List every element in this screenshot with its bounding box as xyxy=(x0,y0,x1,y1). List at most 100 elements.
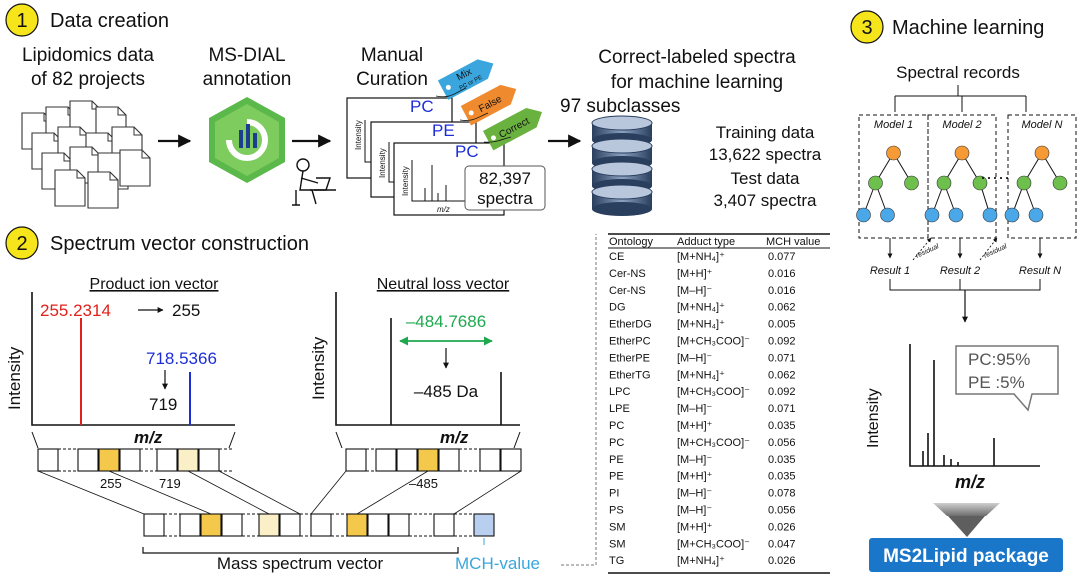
vector-bin xyxy=(438,448,460,472)
neutral-loss-value: –484.7686 xyxy=(406,312,486,331)
table-row: LPC[M+CH₃COO]⁻0.092 xyxy=(609,386,796,398)
table-cell-mch: 0.035 xyxy=(768,454,796,466)
training-count: 13,622 spectra xyxy=(709,145,822,164)
card-axis-label: Intensity xyxy=(401,166,410,196)
table-row: PE[M+H]⁺0.035 xyxy=(609,471,796,483)
table-row: EtherPC[M+CH₃COO]⁻0.092 xyxy=(609,336,796,348)
msdial-line-1: MS-DIAL xyxy=(208,45,285,66)
document-stack-icon xyxy=(21,100,151,209)
vector-bin xyxy=(156,448,178,472)
table-cell-ontology: EtherTG xyxy=(609,369,651,381)
tag-false: False xyxy=(460,84,517,126)
neutral-loss-rounded: –485 Da xyxy=(414,382,479,401)
funnel-arrow-icon xyxy=(933,503,1000,537)
spectra-count: 82,397 xyxy=(479,169,531,188)
card-class-label: PC xyxy=(455,142,479,161)
table-cell-adduct: [M+H]⁺ xyxy=(677,521,713,533)
vector-bin xyxy=(279,513,301,537)
section-number: 3 xyxy=(861,17,872,39)
table-cell-ontology: LPE xyxy=(609,403,630,415)
table-cell-ontology: PC xyxy=(609,420,624,432)
lipidomics-line-2: of 82 projects xyxy=(31,69,145,90)
package-label: MS2Lipid package xyxy=(883,546,1049,567)
vector-bin xyxy=(143,513,165,537)
prediction-spectrum: Intensity m/z xyxy=(865,344,1040,492)
table-cell-ontology: DG xyxy=(609,302,626,314)
table-row: EtherDG[M+NH₄]⁺0.005 xyxy=(609,319,796,331)
document-icon xyxy=(119,149,151,187)
card-class-label: PE xyxy=(432,121,455,140)
bracket-line xyxy=(335,431,521,449)
table-cell-mch: 0.056 xyxy=(768,505,796,517)
axis-label-intensity: Intensity xyxy=(309,336,328,400)
table-cell-ontology: PE xyxy=(609,471,624,483)
section-title: Machine learning xyxy=(892,17,1044,39)
test-count: 3,407 spectra xyxy=(713,191,817,210)
table-cell-mch: 0.047 xyxy=(768,538,796,550)
model-tree: Model 2 xyxy=(924,114,998,239)
table-cell-ontology: PI xyxy=(609,488,619,500)
table-cell-mch: 0.077 xyxy=(768,251,796,263)
person-at-laptop-icon xyxy=(292,158,336,206)
section-number: 2 xyxy=(16,233,27,255)
residual-label: residual xyxy=(915,243,941,260)
table-row: PS[M–H]⁻0.056 xyxy=(609,505,796,517)
section-title: Spectrum vector construction xyxy=(50,233,309,255)
table-cell-ontology: EtherPC xyxy=(609,336,651,348)
section-number-badge xyxy=(5,226,39,260)
axis-label-mz: m/z xyxy=(955,472,985,492)
results-row: Result 1 Result 2 Result N xyxy=(870,238,1061,323)
table-cell-ontology: PS xyxy=(609,505,624,517)
table-row: EtherPE[M–H]⁻0.071 xyxy=(609,352,796,364)
vector-bin xyxy=(179,513,201,537)
section-title: Data creation xyxy=(50,10,169,32)
vector-bin xyxy=(310,513,332,537)
table-cell-ontology: SM xyxy=(609,521,626,533)
records-fanout-lines xyxy=(894,85,1027,112)
msdial-logo-icon xyxy=(209,97,285,183)
table-cell-adduct: [M–H]⁻ xyxy=(677,403,712,415)
table-cell-adduct: [M+NH₄]⁺ xyxy=(677,302,725,314)
peak-mz-rounded: 719 xyxy=(149,395,177,414)
vector-bin xyxy=(388,513,410,537)
correct-labeled-title: Correct-labeled spectra for machine lear… xyxy=(560,47,796,117)
section-3-header: 3 Machine learning xyxy=(850,10,1044,44)
mch-dashed-connector xyxy=(561,234,597,566)
product-ion-spectrum: Product ion vector Intensity 255.2314 25… xyxy=(5,276,235,447)
section-number-badge xyxy=(850,10,884,44)
table-cell-mch: 0.078 xyxy=(768,488,796,500)
table-cell-adduct: [M+CH₃COO]⁻ xyxy=(677,437,750,449)
neutral-loss-title: Neutral loss vector xyxy=(377,276,510,293)
result-label: Result 2 xyxy=(940,265,980,277)
table-header-adduct: Adduct type xyxy=(677,236,735,248)
axis-label-intensity: Intensity xyxy=(5,346,24,410)
card-class-label: PC xyxy=(410,97,434,116)
ms2lipid-package: MS2Lipid package xyxy=(869,538,1063,572)
table-row: PE[M–H]⁻0.035 xyxy=(609,454,796,466)
correct-title-line-1: Correct-labeled spectra xyxy=(598,47,796,68)
table-row: CE[M+NH₄]⁺0.077 xyxy=(609,251,796,263)
table-row: EtherTG[M+NH₄]⁺0.062 xyxy=(609,369,796,381)
section-number: 1 xyxy=(16,10,27,32)
prediction-bubble: PC:95% PE :5% xyxy=(955,345,1059,412)
result-label: Result N xyxy=(1019,265,1061,277)
tag-string xyxy=(435,87,467,98)
table-cell-adduct: [M–H]⁻ xyxy=(677,352,712,364)
table-cell-ontology: PC xyxy=(609,437,624,449)
database-icon xyxy=(591,115,653,216)
model-label: Model 2 xyxy=(942,119,981,131)
table-cell-mch: 0.071 xyxy=(768,352,796,364)
training-label: Training data xyxy=(716,123,815,142)
tag-string xyxy=(483,136,512,143)
card-axis-label: Intensity xyxy=(378,148,387,178)
table-row: SM[M+CH₃COO]⁻0.047 xyxy=(609,538,796,550)
vector-bin xyxy=(367,513,389,537)
table-row: Cer-NS[M–H]⁻0.016 xyxy=(609,285,796,297)
section-2-header: 2 Spectrum vector construction xyxy=(5,226,309,260)
axis-label-mz: m/z xyxy=(440,428,469,447)
lipidomics-line-1: Lipidomics data xyxy=(22,45,154,66)
neutral-loss-spectrum: Neutral loss vector Intensity –484.7686 … xyxy=(309,276,520,447)
bin-label: 255 xyxy=(100,476,122,491)
